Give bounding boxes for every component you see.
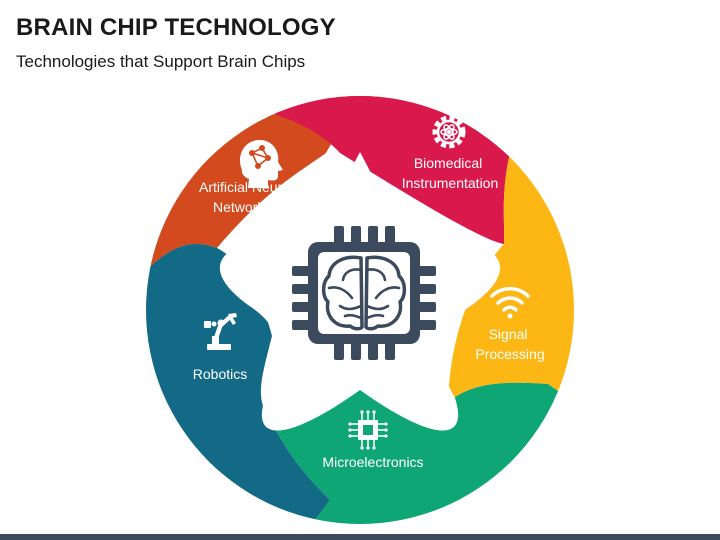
head-network-icon	[239, 139, 283, 188]
page-title: BRAIN CHIP TECHNOLOGY	[16, 14, 336, 41]
page-subtitle: Technologies that Support Brain Chips	[16, 52, 306, 71]
brain-chip-icon	[292, 226, 436, 360]
label-microelectronics: Microelectronics	[322, 454, 423, 470]
label-robotics: Robotics	[193, 366, 247, 382]
bottom-bar	[0, 534, 720, 540]
microchip-icon	[348, 410, 388, 450]
wifi-icon	[490, 287, 530, 319]
label-signal-processing: Signal Processing	[475, 326, 544, 362]
label-artificial-neural-networking: Artificial Neural Networking	[199, 179, 297, 215]
label-biomedical-instrumentation: Biomedical Instrumentation	[402, 155, 499, 191]
atom-gear-icon	[432, 115, 466, 149]
robotic-arm-icon	[204, 313, 237, 350]
